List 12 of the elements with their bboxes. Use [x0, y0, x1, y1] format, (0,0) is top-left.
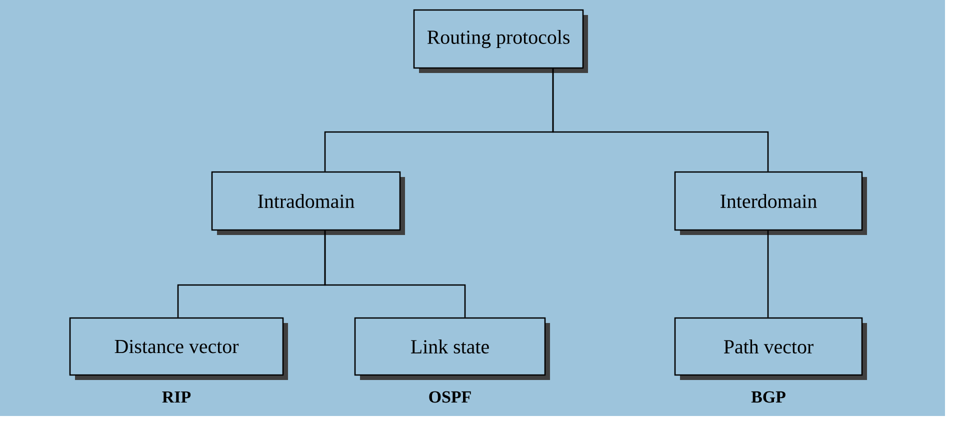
box: Distance vector [69, 317, 288, 380]
protocol-label: BGP [751, 391, 786, 403]
box: Link state [354, 317, 550, 380]
box: Intradomain [211, 171, 405, 235]
connector [552, 68, 769, 172]
protocol-label: RIP [162, 391, 191, 403]
connector [767, 230, 769, 318]
box: Routing protocols [413, 9, 588, 73]
box: Path vector [674, 317, 867, 380]
box: Interdomain [674, 171, 867, 235]
connector [324, 230, 466, 318]
protocol-label: OSPF [429, 391, 471, 403]
